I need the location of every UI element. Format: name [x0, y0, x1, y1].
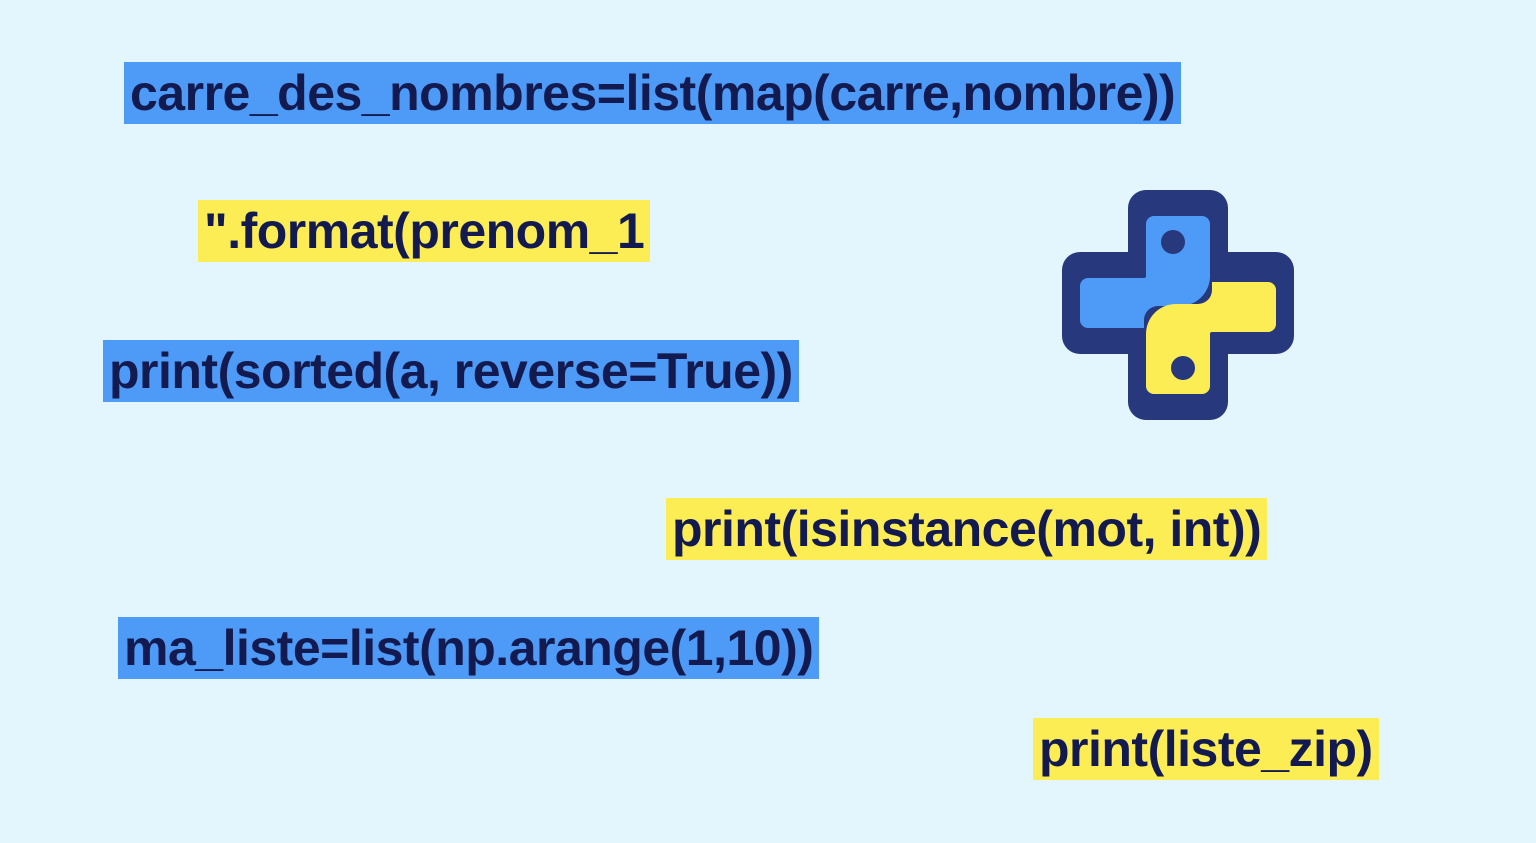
- python-logo-icon: [1062, 190, 1294, 420]
- code-line-3: print(sorted(a, reverse=True)): [103, 340, 799, 402]
- code-line-2: ".format(prenom_1: [198, 200, 651, 262]
- python-logo-lower-eye: [1171, 356, 1195, 380]
- python-logo-lower-snake: [1146, 282, 1276, 394]
- code-line-6: print(liste_zip): [1033, 718, 1379, 780]
- code-line-5: ma_liste=list(np.arange(1,10)): [118, 617, 820, 679]
- code-line-4: print(isinstance(mot, int)): [666, 498, 1268, 560]
- python-logo-upper-eye: [1161, 230, 1185, 254]
- python-logo-upper-snake: [1080, 216, 1210, 328]
- code-line-1: carre_des_nombres=list(map(carre,nombre)…: [124, 62, 1182, 124]
